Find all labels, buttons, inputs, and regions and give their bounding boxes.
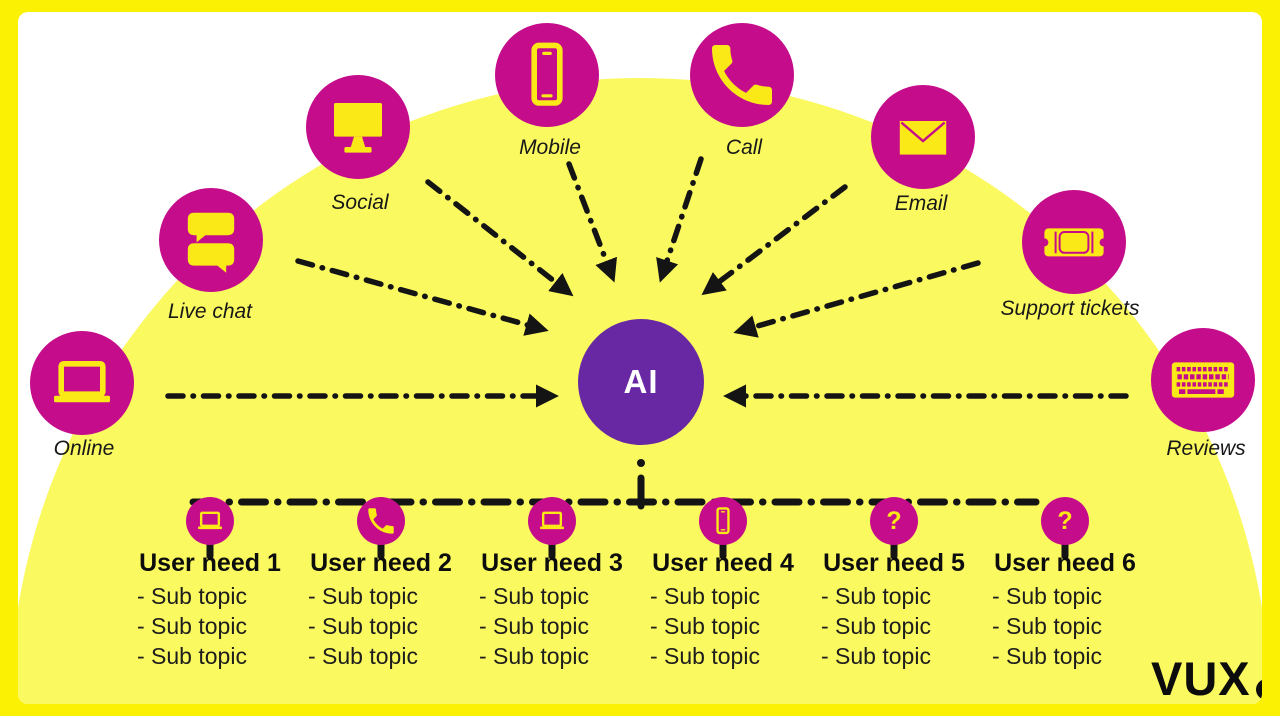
need-node-2 [357,497,405,545]
laptop-icon [535,504,569,538]
need-column-4: User need 4 - Sub topic - Sub topic - Su… [638,549,808,671]
laptop-icon [42,343,122,423]
need-subtopic: - Sub topic [650,583,760,609]
need-subtopic: - Sub topic [992,583,1102,609]
need-title: User need 1 [139,549,281,577]
need-subtopic: - Sub topic [137,643,247,669]
need-title: User need 2 [310,549,452,577]
channel-social [306,75,410,179]
ai-node: AI [578,319,704,445]
need-title: User need 4 [652,549,794,577]
ticket-icon [1034,202,1114,282]
chat-bubbles-icon [171,200,251,280]
channel-label-email: Email [894,192,948,215]
need-column-5: User need 5 - Sub topic - Sub topic - Su… [809,549,979,671]
ai-to-needs-connector [189,459,1069,560]
keyboard-icon [1163,340,1243,420]
question-mark-icon: ? [1057,506,1073,535]
need-subtopic: - Sub topic [992,613,1102,639]
channel-label-call: Call [725,136,763,159]
channel-live-chat [159,188,263,292]
need-subtopic: - Sub topic [308,643,418,669]
need-column-6: User need 6 - Sub topic - Sub topic - Su… [980,549,1150,671]
need-subtopic: - Sub topic [650,643,760,669]
logo-dot-icon [1255,679,1262,700]
channel-support-tickets [1022,190,1126,294]
envelope-icon [883,97,963,177]
laptop-icon [193,504,227,538]
need-subtopic: - Sub topic [479,583,589,609]
diagram-world: Online Live chat Social Mobile Call Emai… [18,12,1262,704]
need-subtopic: - Sub topic [479,613,589,639]
need-subtopic: - Sub topic [137,583,247,609]
need-column-1: User need 1 - Sub topic - Sub topic - Su… [125,549,295,671]
need-title: User need 6 [994,549,1136,577]
channel-reviews [1151,328,1255,432]
need-subtopic: - Sub topic [650,613,760,639]
need-subtopic: - Sub topic [308,613,418,639]
need-column-2: User need 2 - Sub topic - Sub topic - Su… [296,549,466,671]
phone-handset-icon [702,35,782,115]
monitor-icon [318,87,398,167]
need-subtopic: - Sub topic [992,643,1102,669]
need-subtopic: - Sub topic [821,583,931,609]
channel-label-mobile: Mobile [519,136,581,159]
need-title: User need 3 [481,549,623,577]
channel-mobile [495,23,599,127]
channel-label-reviews: Reviews [1166,437,1246,460]
mobile-phone-icon [507,35,587,115]
vux-logo: VUX [1151,655,1262,702]
need-subtopic: - Sub topic [137,613,247,639]
need-subtopic: - Sub topic [308,583,418,609]
logo-text: VUX [1151,652,1251,704]
need-column-3: User need 3 - Sub topic - Sub topic - Su… [467,549,637,671]
need-node-6: ? [1041,497,1089,545]
need-node-1 [186,497,234,545]
channel-online [30,331,134,435]
need-subtopic: - Sub topic [821,643,931,669]
need-subtopic: - Sub topic [479,643,589,669]
channel-label-social: Social [331,191,389,214]
channel-label-online: Online [53,437,115,460]
need-node-5: ? [870,497,918,545]
channel-email [871,85,975,189]
question-mark-icon: ? [886,506,902,535]
channel-label-support-tickets: Support tickets [1000,297,1140,320]
channel-to-ai-arrows [165,156,1129,408]
inner-panel: Online Live chat Social Mobile Call Emai… [18,12,1262,704]
channel-label-live-chat: Live chat [167,300,253,323]
need-node-3 [528,497,576,545]
need-node-4 [699,497,747,545]
need-title: User need 5 [823,549,965,577]
channel-call [690,23,794,127]
ai-label: AI [623,363,659,400]
need-subtopic: - Sub topic [821,613,931,639]
mobile-phone-icon [706,504,740,538]
phone-handset-icon [364,504,398,538]
